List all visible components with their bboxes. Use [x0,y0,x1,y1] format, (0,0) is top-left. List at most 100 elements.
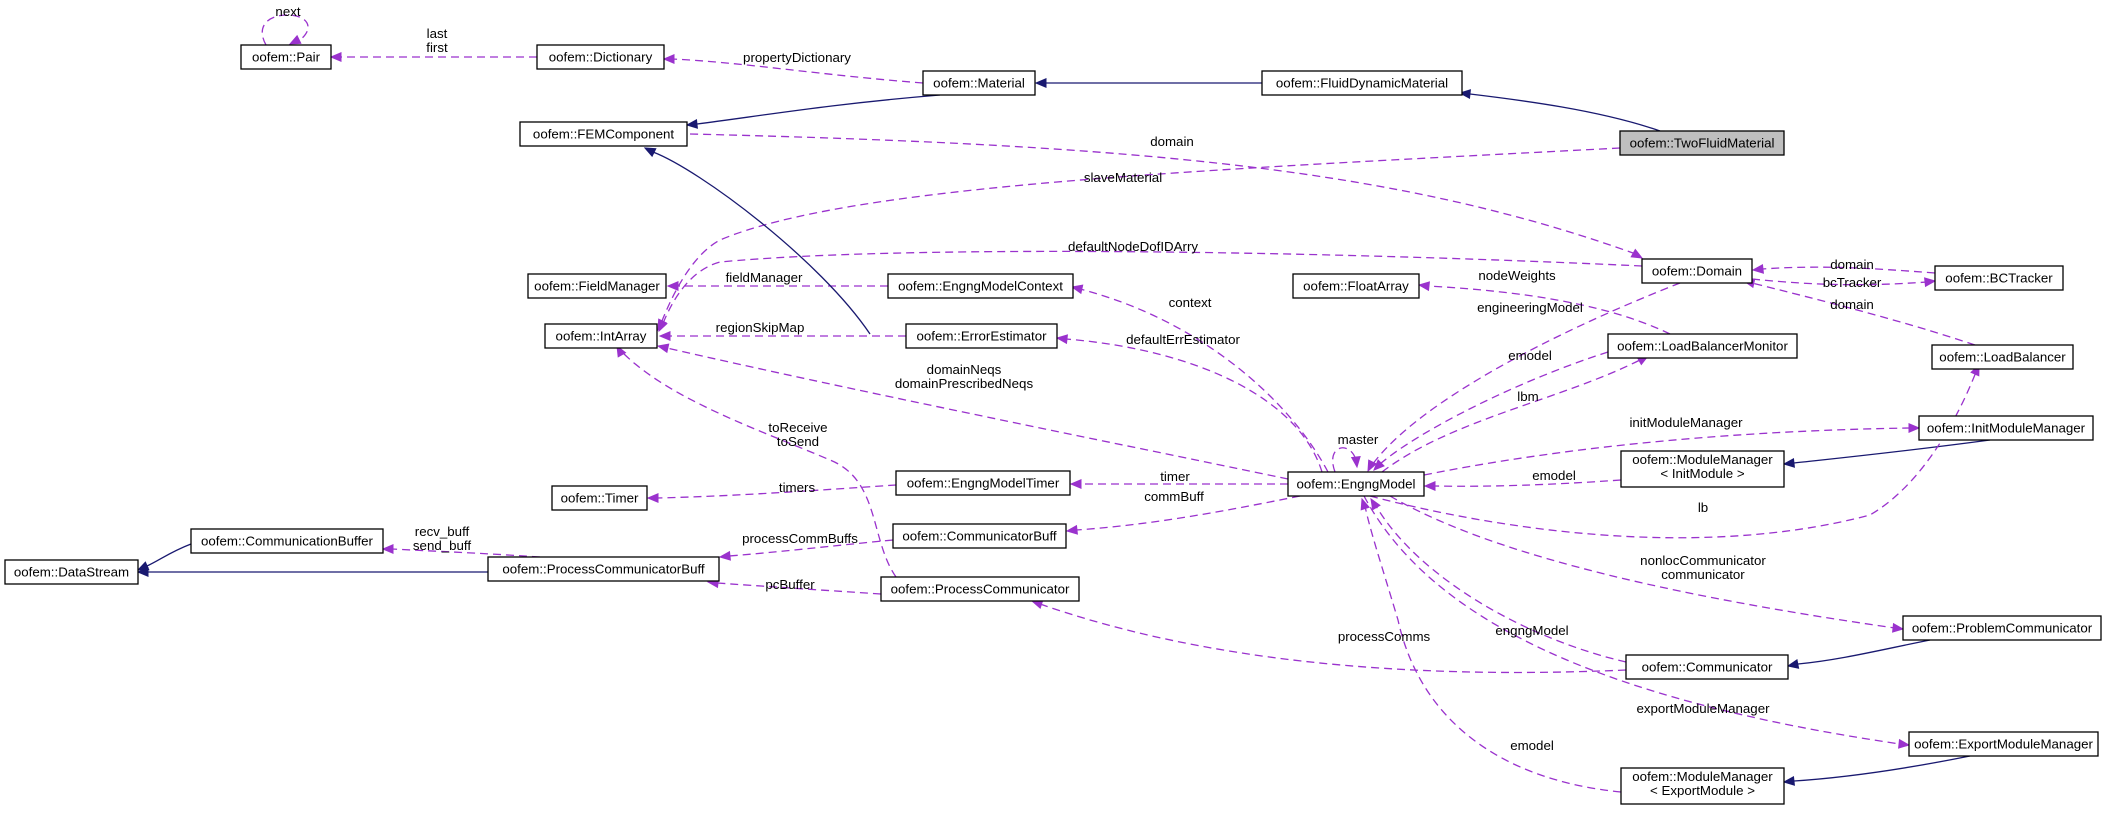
arrowhead-icon [1751,264,1764,274]
edge-lbmonitor-to-floatarray [1417,281,1671,335]
class-name: oofem::TwoFluidMaterial [1630,136,1775,151]
edge-line [146,543,192,567]
arrowhead-icon [718,550,731,561]
class-node-communicator[interactable]: oofem::Communicator [1625,654,1789,680]
class-node-probcomm[interactable]: oofem::ProblemCommunicator [1902,615,2102,641]
class-node-floatarray[interactable]: oofem::FloatArray [1292,273,1420,299]
class-node-engng[interactable]: oofem::EngngModel [1287,471,1425,497]
edge-label: defaultErrEstimator [1126,332,1240,347]
class-node-fieldmanager[interactable]: oofem::FieldManager [527,273,667,299]
class-node-bctracker[interactable]: oofem::BCTracker [1934,265,2064,291]
class-node-commbuff[interactable]: oofem::CommunicatorBuff [892,523,1067,549]
edge-engng-to-engngctx [1070,284,1329,473]
class-node-datastream[interactable]: oofem::DataStream [4,559,139,585]
edge-label: emodel [1510,738,1554,753]
edge-line [666,347,1289,480]
class-node-femcomp[interactable]: oofem::FEMComponent [519,121,688,147]
class-node-timer[interactable]: oofem::Timer [551,485,648,511]
edge-line [1793,439,1991,464]
class-box [551,485,648,511]
arrowhead-icon [1630,248,1644,259]
arrowhead-icon [1898,738,1911,749]
edge-label: toReceive [768,420,827,435]
edge-line [661,250,1643,327]
edge-label: domainNeqs [927,362,1002,377]
edge-line [1065,338,1323,473]
class-node-exportmm[interactable]: oofem::ExportModuleManager [1908,731,2099,757]
edge-femcomp-to-domain [689,133,1644,259]
class-name: oofem::Timer [561,491,639,506]
edge-label: processCommBuffs [742,531,858,546]
edge-line [728,539,894,557]
class-name: oofem::ProblemCommunicator [1912,621,2093,636]
class-node-mmexport[interactable]: oofem::ModuleManager< ExportModule > [1620,767,1785,805]
class-node-intarray[interactable]: oofem::IntArray [544,323,658,349]
edge-domain-to-intarray [658,250,1643,333]
class-name: oofem::ProcessCommunicator [891,582,1070,597]
class-node-errest[interactable]: oofem::ErrorEstimator [905,323,1058,349]
edge-errest-to-femcomp [643,147,871,335]
class-node-commbuffer[interactable]: oofem::CommunicationBuffer [190,528,384,554]
class-name: oofem::LoadBalancer [1939,350,2066,365]
class-box [519,121,688,147]
class-box [536,44,665,70]
edge-label: first [426,40,448,55]
arrowhead-icon [616,344,627,358]
arrowhead-icon [685,119,698,129]
class-box [527,273,667,299]
class-box [1261,70,1463,96]
arrowhead-icon [1924,277,1937,288]
edge-label: next [275,4,300,19]
class-name: oofem::Dictionary [549,50,653,65]
edge-lbmonitor-to-engng [1373,351,1609,471]
edge-communicator-to-engng [1370,497,1627,663]
edge-line [1379,351,1609,465]
edge-line [659,147,1621,327]
class-name: oofem::CommunicationBuffer [201,534,374,549]
edge-line [1075,495,1301,531]
class-node-fluiddyn[interactable]: oofem::FluidDynamicMaterial [1261,70,1463,96]
edge-engng-to-engtimer [1069,479,1288,489]
class-node-pcomm[interactable]: oofem::ProcessCommunicator [880,576,1080,602]
class-name: oofem::IntArray [556,329,647,344]
class-node-pair[interactable]: oofem::Pair [240,44,332,70]
class-box [1292,273,1420,299]
class-node-dictionary[interactable]: oofem::Dictionary [536,44,665,70]
arrowhead-icon [1370,497,1381,511]
class-node-domain[interactable]: oofem::Domain [1641,258,1753,284]
edge-engng-to-initmm [1423,423,1921,476]
edge-label: lbm [1517,389,1538,404]
class-node-engngctx[interactable]: oofem::EngngModelContext [887,273,1074,299]
edge-engng-to-errest [1055,334,1323,473]
edge-probcomm-to-communicator [1786,639,1931,669]
class-box [1931,344,2074,370]
class-name: oofem::ModuleManager [1632,452,1773,467]
class-node-lbmonitor[interactable]: oofem::LoadBalancerMonitor [1607,333,1798,359]
edge-line [1793,755,1971,782]
class-box [190,528,384,554]
class-node-pcbuff[interactable]: oofem::ProcessCommunicatorBuff [487,556,720,582]
class-node-initmm[interactable]: oofem::InitModuleManager [1918,415,2094,441]
edge-line [671,58,924,84]
class-node-mminit[interactable]: oofem::ModuleManager< InitModule > [1620,450,1785,488]
class-node-loadbal[interactable]: oofem::LoadBalancer [1931,344,2074,370]
class-node-engtimer[interactable]: oofem::EngngModelTimer [895,470,1071,496]
edge-label: communicator [1661,567,1745,582]
edge-material-to-dictionary [662,54,924,84]
edge-engngctx-to-fieldmanager [666,281,888,291]
edge-line [652,151,871,335]
class-node-material[interactable]: oofem::Material [922,70,1036,96]
class-node-twofluid[interactable]: oofem::TwoFluidMaterial [1619,130,1785,156]
class-box [544,323,658,349]
edge-label: domain [1150,134,1194,149]
class-name: oofem::DataStream [14,565,129,580]
class-name: oofem::Domain [1652,264,1742,279]
edge-label: emodel [1532,468,1576,483]
edge-label: domain [1830,297,1874,312]
arrowhead-icon [136,567,149,577]
class-name: oofem::Communicator [1642,660,1773,675]
arrowhead-icon [658,319,668,333]
arrowhead-icon [1055,334,1068,345]
arrowhead-icon [658,331,671,341]
edge-label: exportModuleManager [1636,701,1770,716]
